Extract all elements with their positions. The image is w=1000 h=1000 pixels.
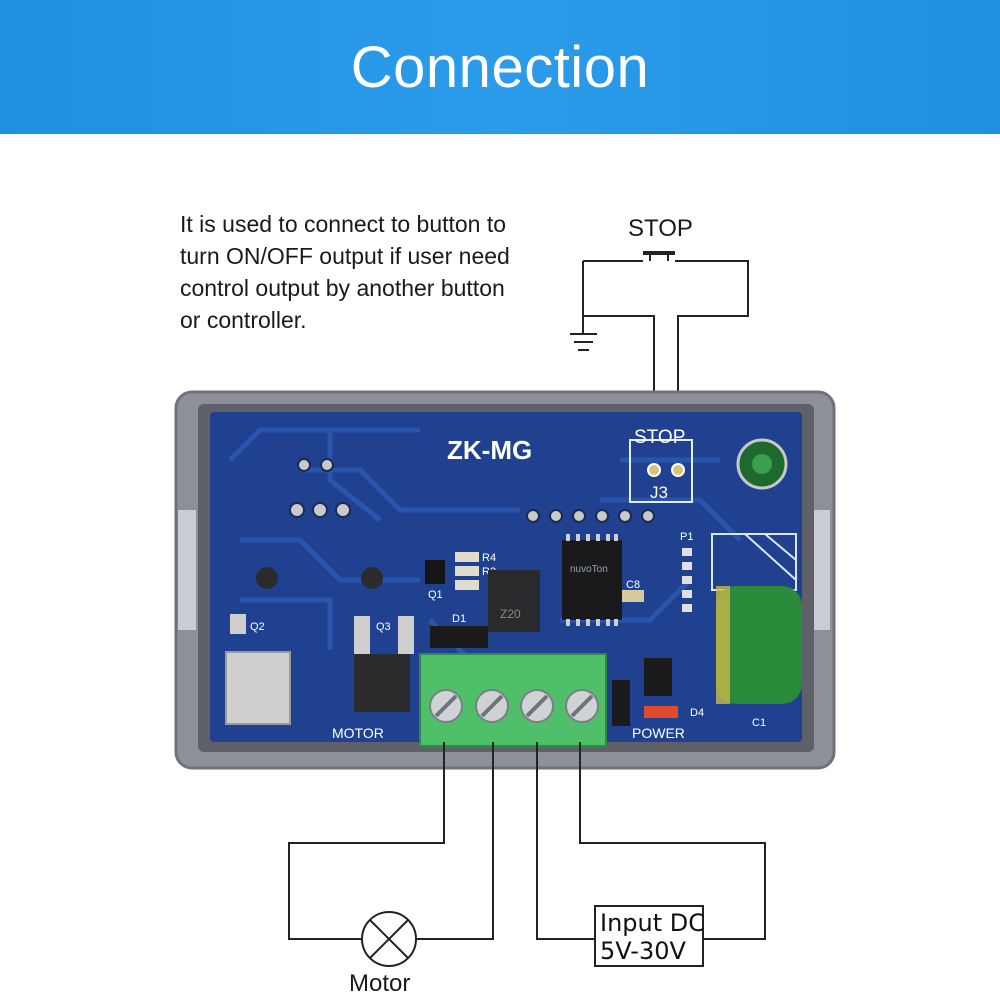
regulator [644, 658, 672, 696]
motor-silk: MOTOR [332, 725, 384, 741]
description-line: turn ON/OFF output if user need [180, 243, 510, 269]
chip-brand: nuvoTon [570, 564, 608, 575]
mcu-pins [566, 534, 618, 626]
description: It is used to connect to button to turn … [180, 208, 580, 336]
pcb: STOP J3 ZK-MG P1 nuvoTon C8 [210, 412, 802, 747]
wire [675, 260, 749, 470]
resistor [455, 552, 479, 562]
c1-hatch [764, 533, 797, 561]
header-banner: Connection [0, 0, 1000, 134]
q3-pin [398, 616, 414, 654]
mcu-chip [562, 540, 622, 620]
d4-silk: D4 [690, 707, 704, 719]
q3-silk: Q3 [376, 621, 391, 633]
description-line: or controller. [180, 307, 307, 333]
q2-pin [230, 614, 246, 634]
wire [536, 742, 595, 940]
input-dc-box: Input DC 5V-30V [594, 905, 706, 967]
j3-outline [629, 439, 693, 503]
wire [579, 742, 766, 940]
q2-pad [225, 651, 291, 725]
pin-row [289, 458, 655, 523]
motor-lamp-icon [361, 911, 417, 967]
wire [288, 742, 445, 940]
description-line: control output by another button [180, 275, 505, 301]
case-clip [178, 510, 196, 630]
power-diode [612, 680, 630, 726]
mounting-hole [256, 567, 278, 589]
terminal-screws [429, 689, 599, 723]
capacitor-stripe [716, 586, 730, 704]
q1-silk: Q1 [428, 589, 443, 601]
r4-silk: R4 [482, 552, 496, 564]
ground-icon [570, 333, 597, 351]
p1-pads [682, 548, 692, 612]
input-dc-label: Input DC [600, 909, 706, 937]
input-voltage-range: 5V-30V [600, 937, 686, 965]
electrolytic-capacitor [716, 586, 802, 704]
inductor [488, 570, 540, 632]
stop-button-label: STOP [628, 215, 693, 242]
board-model: ZK-MG [447, 435, 532, 465]
terminal-block [419, 653, 607, 747]
mounting-hole [361, 567, 383, 589]
q3-pin [354, 616, 370, 654]
output-wiring [288, 742, 766, 940]
power-led [644, 706, 678, 718]
q1-transistor [425, 560, 445, 584]
c1-silk: C1 [752, 717, 766, 729]
wire [416, 742, 494, 940]
c1-hatch [744, 533, 797, 581]
description-line: It is used to connect to button to [180, 211, 507, 237]
c8-capacitor [622, 590, 644, 602]
c8-silk: C8 [626, 579, 640, 591]
small-capacitor-top [752, 454, 772, 474]
q2-silk: Q2 [250, 621, 265, 633]
p1-silk: P1 [680, 531, 693, 543]
d1-silk: D1 [452, 613, 466, 625]
j3-silk: J3 [650, 483, 668, 502]
inductor-silk: Z20 [500, 607, 521, 621]
power-silk: POWER [632, 725, 685, 741]
case-clip [812, 510, 830, 630]
motor-label: Motor [349, 970, 411, 997]
q3-transistor [354, 654, 410, 712]
stop-silk: STOP [634, 427, 685, 448]
resistor [455, 566, 479, 576]
stop-pin [647, 463, 661, 477]
resistor [455, 580, 479, 590]
page-title: Connection [350, 34, 650, 100]
d1-diode [430, 626, 488, 648]
stop-pin [671, 463, 685, 477]
